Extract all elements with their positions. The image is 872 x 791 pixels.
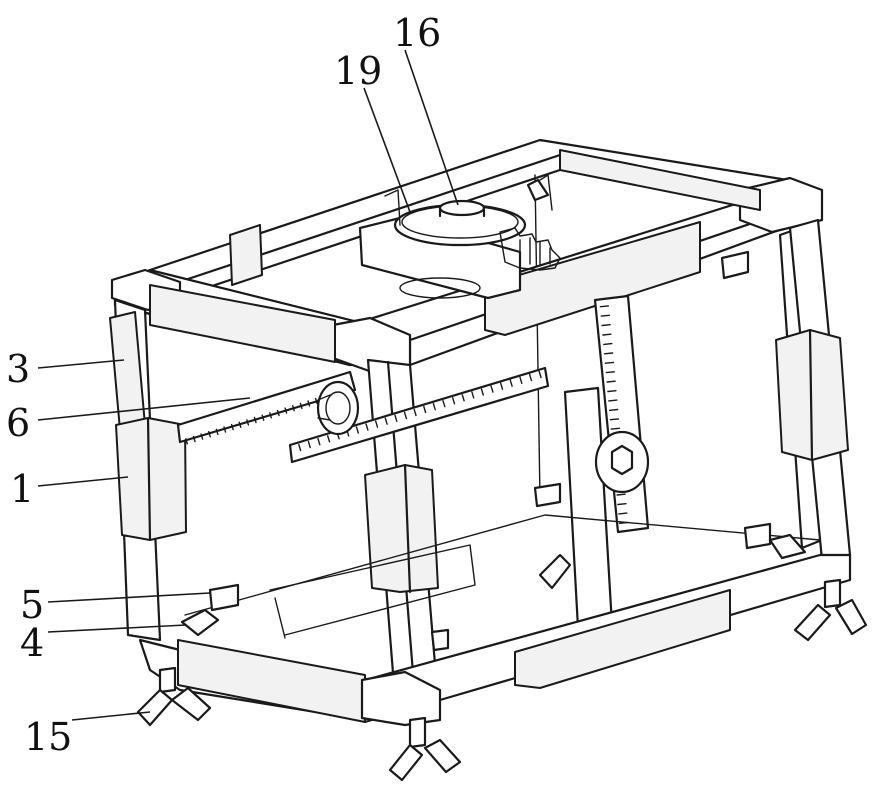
callout-16: 16 (393, 11, 441, 55)
callout-1: 1 (10, 467, 34, 511)
horizontal-rack-belt (178, 368, 548, 462)
post-sleeve-1 (116, 418, 186, 540)
callout-15: 15 (24, 715, 72, 759)
left-posts (110, 300, 186, 640)
gear-hex-nut (612, 446, 632, 474)
bracket-5 (210, 585, 238, 610)
post-sleeve-front (365, 465, 438, 592)
top-sleeve-back (230, 225, 262, 285)
callout-4: 4 (20, 621, 44, 665)
callout-19: 19 (334, 49, 382, 93)
leg-front (390, 718, 460, 780)
vertical-rack-assembly (565, 296, 648, 628)
callout-6: 6 (6, 401, 30, 445)
callout-3: 3 (6, 347, 30, 391)
drive-shaft-cap (440, 201, 484, 215)
pulley (318, 382, 358, 434)
